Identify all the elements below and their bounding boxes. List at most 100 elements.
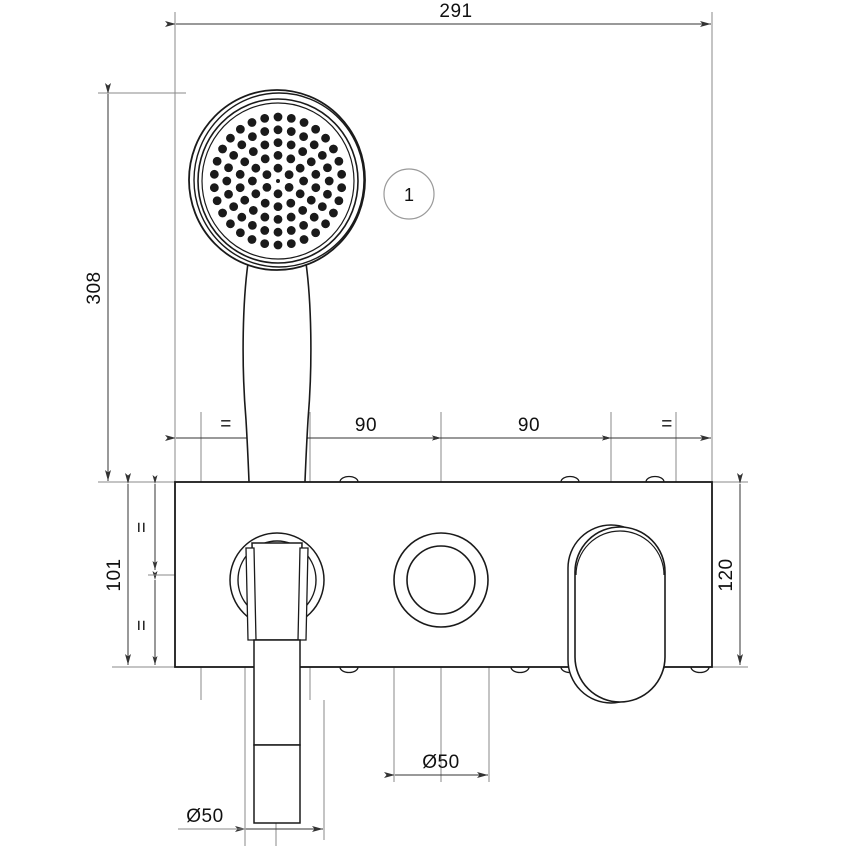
handset-nozzle: [260, 198, 270, 208]
handset-nozzle: [260, 239, 270, 248]
handset-head-face: [201, 102, 355, 260]
handset-nozzle: [224, 189, 233, 199]
handset-nozzle: [306, 195, 316, 205]
handset-nozzle: [286, 239, 296, 248]
handset-nozzle: [324, 176, 334, 186]
handset-nozzle: [247, 176, 257, 186]
lever-handle-body: [574, 526, 666, 703]
dimension-label-handset-sub-lower: =: [132, 619, 153, 631]
callout-balloon-1: 1: [383, 168, 435, 220]
handset-nozzle: [273, 240, 283, 250]
handset-shaft-upper: [251, 542, 303, 641]
dimension-label-handset-sub-upper: =: [132, 521, 153, 533]
back-plate-edge-bump: [690, 666, 710, 674]
handset-nozzle: [260, 226, 270, 235]
handset-nozzle: [286, 226, 296, 235]
oval-lever-handle: [567, 524, 666, 704]
dimension-label-plate-height: 120: [716, 558, 737, 591]
handset-nozzle: [226, 219, 235, 229]
handset-nozzle: [286, 154, 296, 164]
handset-nozzle: [237, 140, 247, 150]
handset-nozzle: [321, 133, 330, 143]
handset-shaft-lower: [253, 639, 301, 746]
callout-circle: [383, 168, 435, 220]
handset-centre-pin: [276, 179, 280, 183]
handset-nozzle: [321, 219, 330, 229]
dimension-handset-sub: = =: [132, 475, 180, 665]
dimension-label-handset-diameter: Ø50: [186, 806, 223, 827]
handset-nozzle: [209, 183, 219, 193]
handset-nozzle: [260, 114, 270, 123]
handset-nozzle: [235, 169, 245, 179]
handset-nozzle: [222, 176, 232, 186]
callout-label-1: 1: [404, 185, 414, 205]
back-plate-edge-bump: [510, 666, 530, 674]
handset-nozzle: [298, 147, 308, 156]
dimension-control-diameter: Ø50: [384, 752, 488, 778]
handset-nozzle: [218, 208, 227, 218]
handset-nozzle: [247, 118, 257, 127]
handset-nozzle: [262, 170, 272, 179]
dimension-overall-height: 308: [84, 83, 111, 481]
handset-shaft-right-fin: [297, 547, 309, 641]
handset-nozzle: [337, 169, 347, 179]
dimension-overall-width: 291: [165, 1, 711, 27]
handset-nozzle: [311, 124, 321, 134]
handset-nozzle: [212, 196, 222, 206]
handset-nozzle: [273, 163, 283, 173]
handset-nozzle: [237, 212, 247, 222]
dimension-label-control-diameter: Ø50: [422, 752, 459, 773]
handset-nozzle: [299, 235, 309, 244]
handset-nozzle: [212, 156, 222, 166]
handset-nozzle: [311, 228, 321, 238]
handset-grip-end: [253, 744, 301, 824]
handset-nozzle: [235, 228, 245, 238]
handset-nozzle: [334, 156, 344, 166]
handset-nozzle: [248, 206, 258, 215]
handset-nozzle: [323, 189, 332, 199]
handset-nozzle: [295, 163, 305, 173]
dimension-label-handset-height: 101: [104, 558, 125, 591]
handset-nozzle: [247, 235, 257, 244]
dimension-label-chain-right: =: [661, 414, 673, 435]
handset-nozzle: [273, 112, 283, 122]
handset-nozzle: [299, 132, 308, 142]
dimension-label-chain-left: =: [220, 414, 232, 435]
handset-nozzle: [218, 144, 227, 154]
handset-nozzle: [317, 202, 327, 211]
handset-head-rim-2: [193, 92, 365, 268]
control-knob-inner: [406, 545, 476, 615]
handset-nozzle: [260, 212, 270, 222]
handset-nozzle: [286, 140, 296, 150]
handset-nozzle: [273, 227, 283, 237]
handset-nozzle: [298, 206, 308, 215]
handset-nozzle: [273, 202, 283, 211]
handset-nozzle: [311, 169, 321, 179]
back-plate-edge-bump: [339, 475, 359, 483]
handset-nozzle: [309, 212, 319, 222]
handset-nozzle: [248, 147, 258, 156]
back-plate-edge-bump: [339, 666, 359, 674]
back-plate-edge-bump: [645, 475, 665, 483]
handset-nozzle: [323, 163, 332, 173]
handset-nozzle: [260, 140, 270, 150]
handset-nozzle: [299, 220, 308, 230]
dimension-label-overall-width: 291: [439, 1, 472, 22]
handset-nozzle: [329, 208, 338, 218]
handset-nozzle: [240, 157, 250, 167]
handset-nozzle: [286, 212, 296, 222]
handset-nozzle: [209, 169, 219, 179]
dimension-label-chain-90a: 90: [355, 415, 377, 436]
handset-nozzle: [284, 182, 294, 192]
dimension-label-chain-90b: 90: [518, 415, 540, 436]
handset-nozzle: [295, 189, 305, 199]
handset-lower-shaft: [245, 542, 309, 824]
dimension-label-overall-height: 308: [84, 271, 105, 304]
handset-nozzle: [273, 189, 283, 199]
handset-nozzle: [337, 183, 347, 193]
handset-nozzle-array: [209, 112, 347, 250]
back-plate-edge-bump: [560, 475, 580, 483]
lever-handle-highlight: [575, 530, 665, 576]
handset-nozzle: [229, 150, 239, 160]
